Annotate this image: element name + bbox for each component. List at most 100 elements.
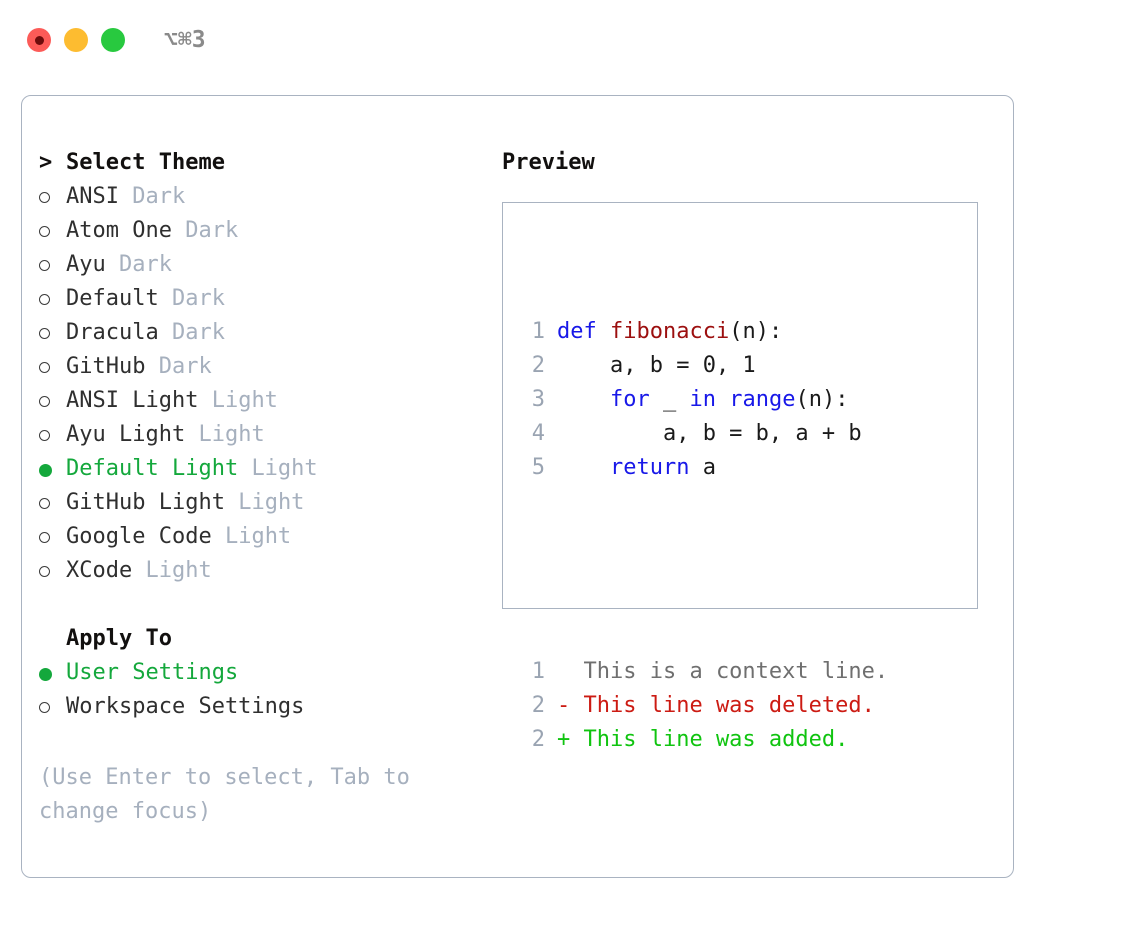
code-line: 2 a, b = 0, 1 <box>517 349 888 383</box>
theme-item-label: ANSI <box>66 184 119 209</box>
apply-to-item[interactable]: Workspace Settings <box>39 690 509 724</box>
theme-item-variant-tag: Light <box>198 422 265 447</box>
theme-item-gap <box>225 486 238 520</box>
radio-unselected-icon <box>39 690 66 724</box>
theme-item-label: Default Light <box>66 456 239 481</box>
theme-item-variant-tag: Light <box>145 558 212 583</box>
code-line-number: 2 <box>531 353 545 378</box>
theme-list-item[interactable]: Ayu Dark <box>39 248 509 282</box>
code-line-number: 5 <box>531 455 545 480</box>
radio-ring-icon <box>39 260 50 271</box>
radio-unselected-icon <box>39 486 66 520</box>
theme-list-item[interactable]: Google Code Light <box>39 520 509 554</box>
theme-item-label: Google Code <box>66 524 212 549</box>
maximize-button[interactable] <box>101 28 125 52</box>
theme-item-variant-tag: Dark <box>171 320 225 345</box>
theme-item-variant-tag: Dark <box>171 286 225 311</box>
radio-unselected-icon <box>39 214 66 248</box>
select-theme-heading: > Select Theme <box>39 146 509 180</box>
theme-list-item[interactable]: ANSI Light Light <box>39 384 509 418</box>
radio-dot-icon <box>39 464 52 477</box>
code-line: 3 for _ in range(n): <box>517 383 888 417</box>
code-line-number: 1 <box>531 319 545 344</box>
minimize-button[interactable] <box>64 28 88 52</box>
theme-item-gap <box>238 452 251 486</box>
theme-item-variant-tag: Light <box>251 456 318 481</box>
code-token-plain: _ <box>649 387 690 412</box>
theme-list-item[interactable]: GitHub Dark <box>39 350 509 384</box>
theme-item-gap <box>172 214 185 248</box>
radio-ring-icon <box>39 498 50 509</box>
list-spacer <box>39 588 509 622</box>
theme-item-gap <box>159 282 172 316</box>
theme-item-gap <box>185 418 198 452</box>
code-token-plain <box>557 383 610 417</box>
theme-item-gap <box>212 520 225 554</box>
keyboard-hint: (Use Enter to select, Tab to change focu… <box>39 765 424 824</box>
radio-unselected-icon <box>39 248 66 282</box>
code-token-plain: (n): <box>795 387 849 412</box>
diff-line: 2+ This line was added. <box>517 723 888 757</box>
code-token-kw: return <box>609 455 690 480</box>
radio-unselected-icon <box>39 520 66 554</box>
theme-item-variant-tag: Dark <box>158 354 212 379</box>
radio-ring-icon <box>39 532 50 543</box>
theme-item-label: Ayu Light <box>66 422 186 447</box>
code-token-plain: a, b = b, a + b <box>557 421 862 446</box>
radio-ring-icon <box>39 362 50 373</box>
theme-list-item[interactable]: Default Light Light <box>39 452 509 486</box>
theme-list-item[interactable]: Ayu Light Light <box>39 418 509 452</box>
radio-unselected-icon <box>39 180 66 214</box>
apply-to-item-label: Workspace Settings <box>66 694 305 719</box>
select-theme-heading-label: Select Theme <box>66 150 225 175</box>
code-token-plain: a, b = 0, 1 <box>557 353 756 378</box>
title-bar: ⌥⌘3 <box>0 0 1140 80</box>
diff-line-number: 2 <box>531 727 545 752</box>
code-line-number: 3 <box>531 387 545 412</box>
theme-item-gap <box>198 384 211 418</box>
window-controls <box>27 28 125 52</box>
diff-line: 2- This line was deleted. <box>517 689 888 723</box>
code-token-plain: (n): <box>729 319 783 344</box>
apply-to-heading-label: Apply To <box>66 626 172 651</box>
radio-unselected-icon <box>39 384 66 418</box>
radio-selected-icon <box>39 452 66 486</box>
code-token-plain <box>716 383 729 417</box>
theme-item-gap <box>145 350 158 384</box>
radio-unselected-icon <box>39 350 66 384</box>
theme-list-item[interactable]: Atom One Dark <box>39 214 509 248</box>
radio-ring-icon <box>39 294 50 305</box>
theme-list-item[interactable]: GitHub Light Light <box>39 486 509 520</box>
radio-ring-icon <box>39 328 50 339</box>
theme-list-item[interactable]: Dracula Dark <box>39 316 509 350</box>
theme-list-item[interactable]: ANSI Dark <box>39 180 509 214</box>
theme-item-gap <box>132 554 145 588</box>
radio-unselected-icon <box>39 418 66 452</box>
radio-ring-icon <box>39 192 50 203</box>
code-line: 5 return a <box>517 451 888 485</box>
diff-line-text: - This line was deleted. <box>557 693 875 718</box>
code-blank-line <box>517 553 888 587</box>
radio-unselected-icon <box>39 316 66 350</box>
apply-to-item[interactable]: User Settings <box>39 656 509 690</box>
theme-item-variant-tag: Dark <box>132 184 186 209</box>
preview-title: Preview <box>502 150 595 175</box>
close-button[interactable] <box>27 28 51 52</box>
theme-list-item[interactable]: Default Dark <box>39 282 509 316</box>
diff-lines: 1 This is a context line.2- This line wa… <box>517 655 888 757</box>
code-line-number: 4 <box>531 421 545 446</box>
radio-ring-icon <box>39 226 50 237</box>
code-token-fn: fibonacci <box>609 319 730 344</box>
radio-ring-icon <box>39 566 50 577</box>
theme-list-item[interactable]: XCode Light <box>39 554 509 588</box>
theme-item-label: Atom One <box>66 218 172 243</box>
